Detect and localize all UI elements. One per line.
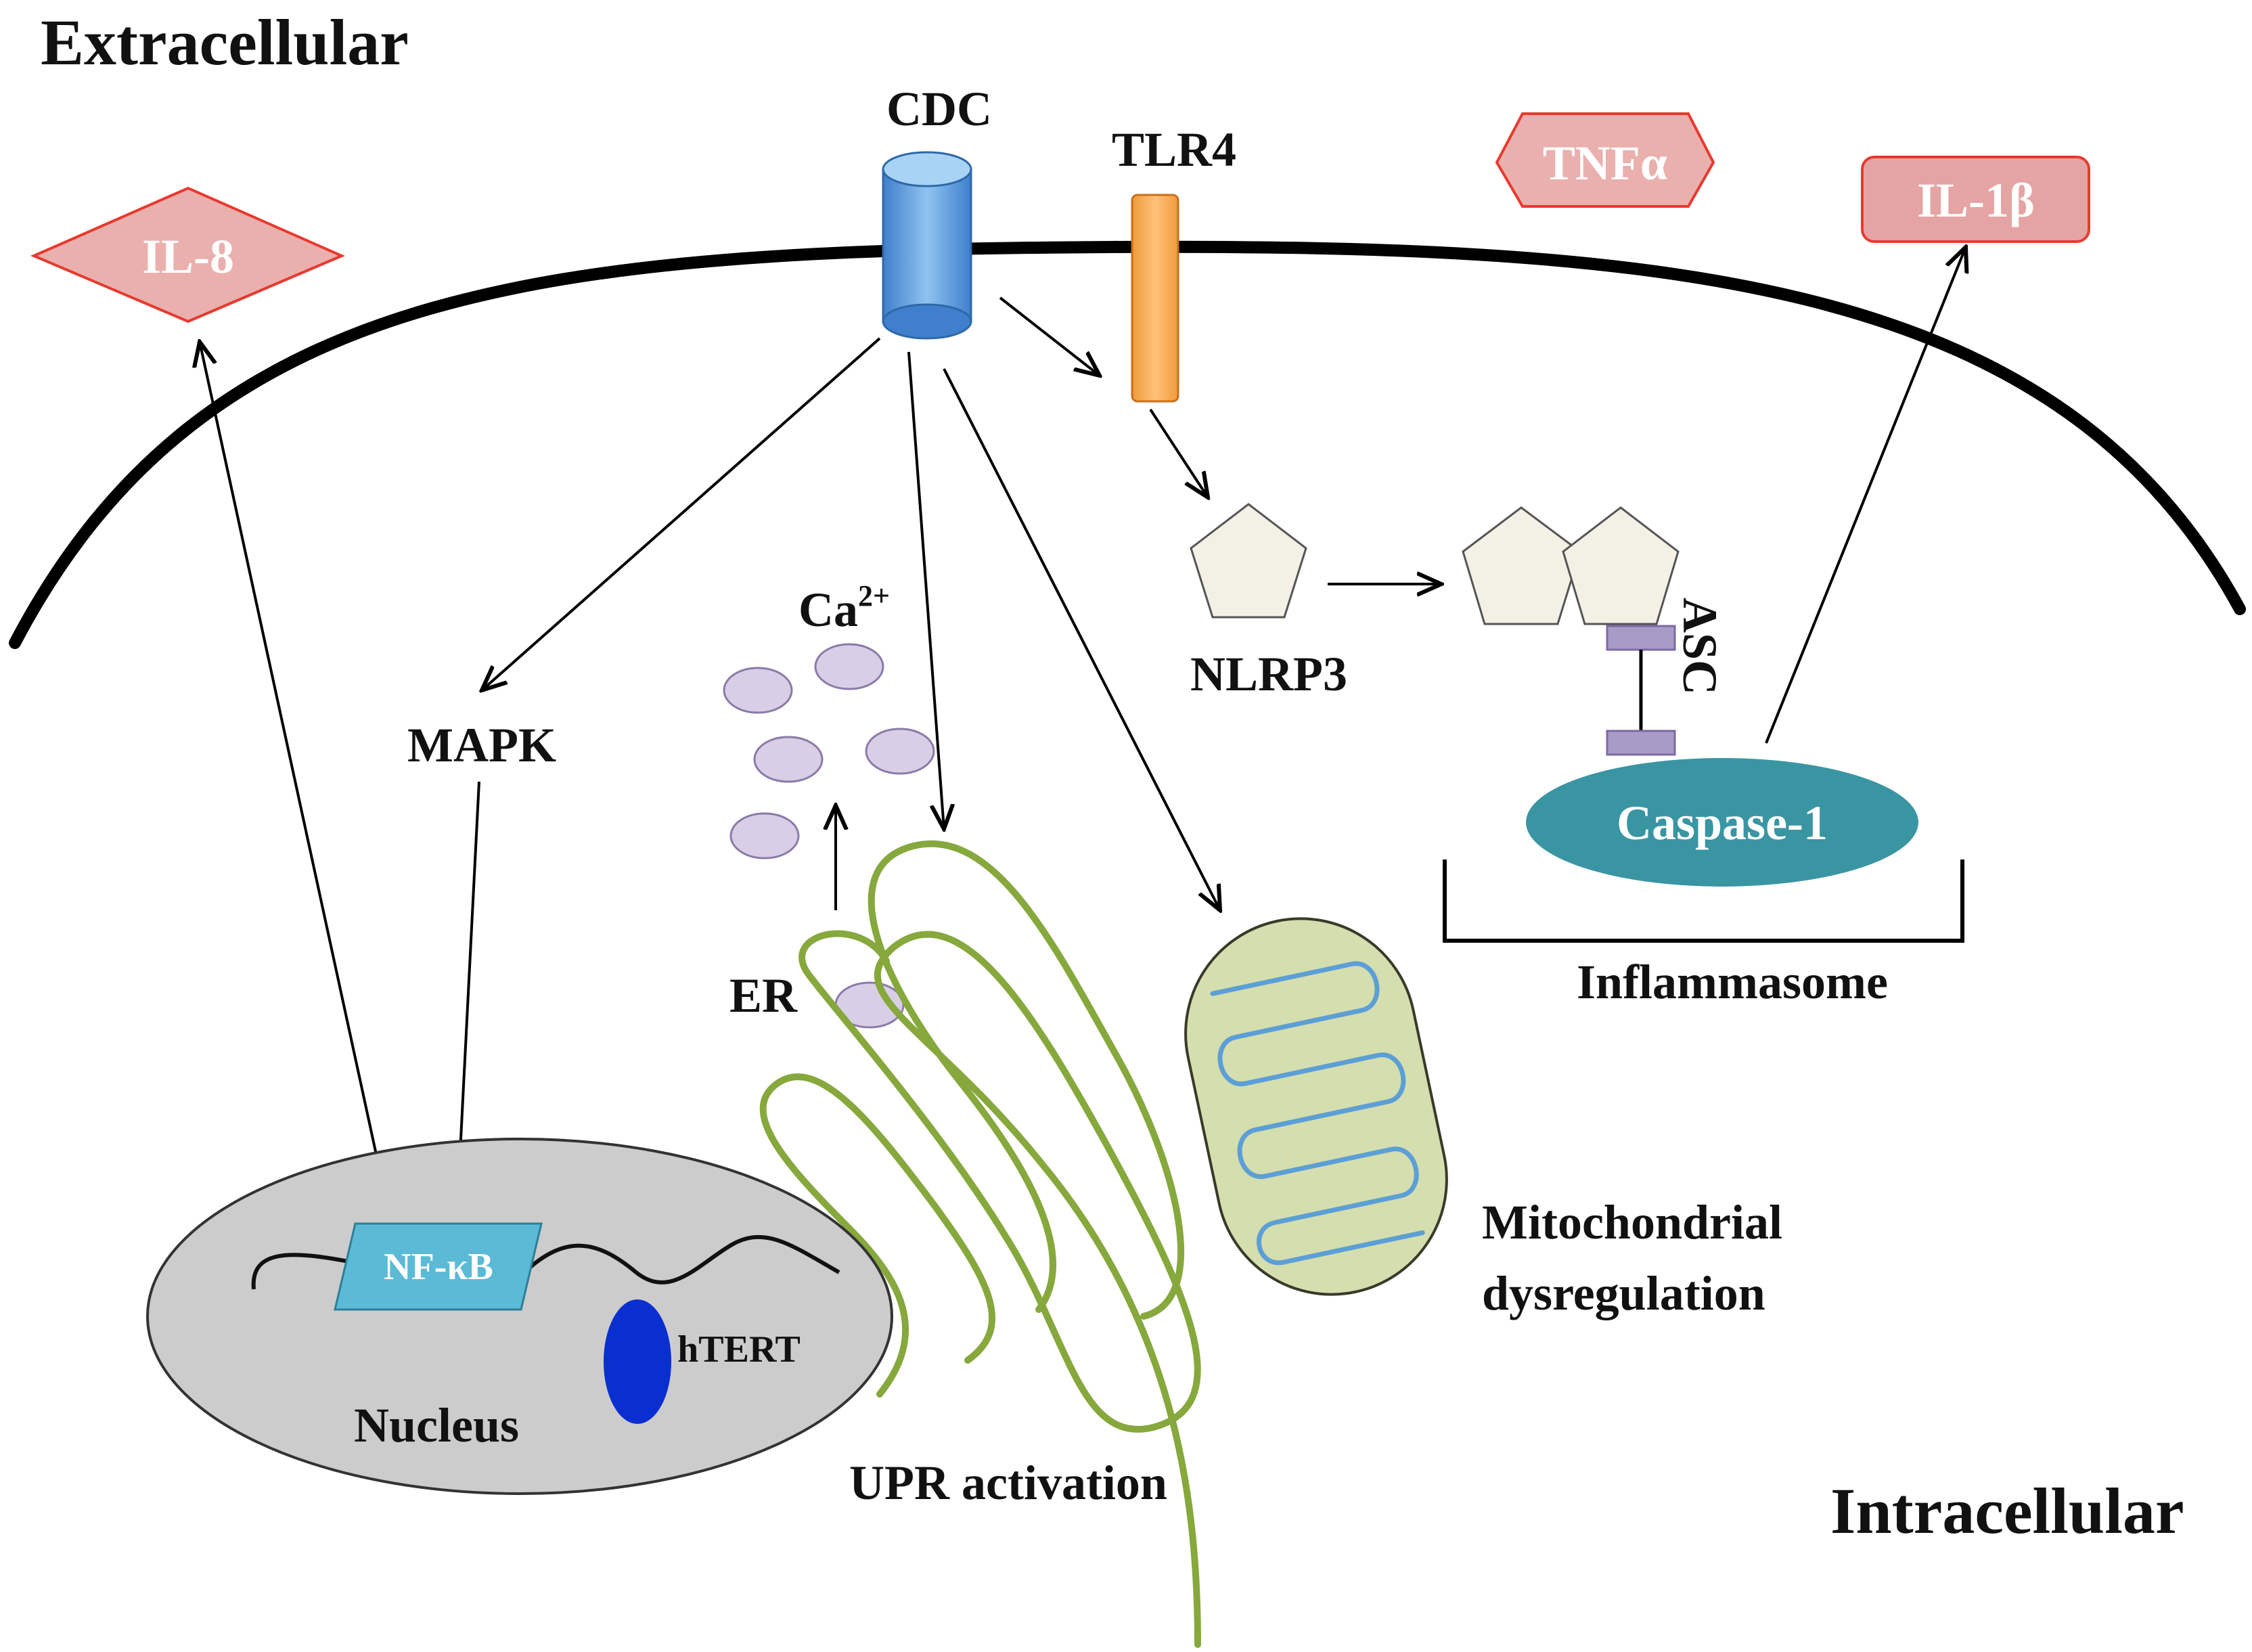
tlr4-label: TLR4 (1112, 122, 1236, 177)
tnfa-hexagon (1495, 112, 1715, 208)
nfkb-label: NF-κB (384, 1246, 493, 1288)
calcium-ion (723, 667, 793, 714)
cell-membrane (9, 240, 2246, 649)
calcium-ion (865, 728, 935, 775)
calcium-ions (723, 643, 935, 1029)
htert-ellipse (604, 1299, 671, 1424)
caspase1-label: Caspase-1 (1617, 796, 1828, 850)
arrow-nucleus-to-il8 (200, 342, 382, 1177)
inflammasome-label: Inflammasome (1577, 955, 1888, 1009)
il1b-box (1861, 156, 2090, 243)
er-label: ER (729, 968, 798, 1023)
il8-label: IL-8 (142, 229, 234, 284)
mito-label-line1: Mitochondrial (1482, 1195, 1782, 1249)
inflammasome-nlrp3-left (1462, 506, 1581, 625)
arrow-caspase-to-il1b (1765, 247, 1966, 744)
arrow-cdc-to-mapk (482, 337, 881, 690)
asc-adapter (1606, 625, 1676, 756)
nlrp3-pentagon (1190, 503, 1307, 619)
nfkb-box (334, 1222, 543, 1311)
mapk-label: MAPK (407, 718, 556, 772)
intracellular-label: Intracellular (1830, 1475, 2184, 1547)
cdc-label: CDC (886, 82, 992, 136)
tnfa-label: TNFα (1543, 136, 1667, 190)
calcium-label: Ca2+ (798, 579, 890, 637)
caspase1-ellipse (1526, 758, 1918, 887)
nucleus-label: Nucleus (354, 1398, 519, 1452)
arrow-tlr4-to-nlrp3 (1149, 408, 1208, 497)
arrow-cdc-to-mitochondria (943, 368, 1220, 910)
calcium-ion (729, 812, 800, 860)
arrow-cdc-to-tlr4 (999, 296, 1100, 376)
cdc-channel (882, 151, 972, 340)
calcium-ion (753, 736, 824, 783)
asc-label: ASC (1673, 598, 1727, 695)
nucleus (146, 1138, 893, 1495)
il8-diamond (30, 186, 346, 323)
nlrp3-label: NLRP3 (1190, 647, 1347, 701)
mito-label-line2: dysregulation (1482, 1266, 1765, 1320)
inflammasome-nlrp3-right (1562, 506, 1680, 625)
inflammasome-bracket (1443, 860, 1964, 943)
endoplasmic-reticulum (759, 840, 1201, 1648)
dna-strand (251, 1234, 840, 1290)
extracellular-label: Extracellular (41, 6, 409, 79)
mitochondrion (1184, 917, 1448, 1296)
tlr4-receptor (1131, 194, 1179, 403)
htert-label: hTERT (677, 1329, 801, 1370)
upr-label: UPR activation (849, 1456, 1167, 1510)
arrow-cdc-to-er (907, 351, 944, 829)
il1b-label: IL-1β (1917, 173, 2035, 227)
calcium-ion (814, 643, 884, 690)
